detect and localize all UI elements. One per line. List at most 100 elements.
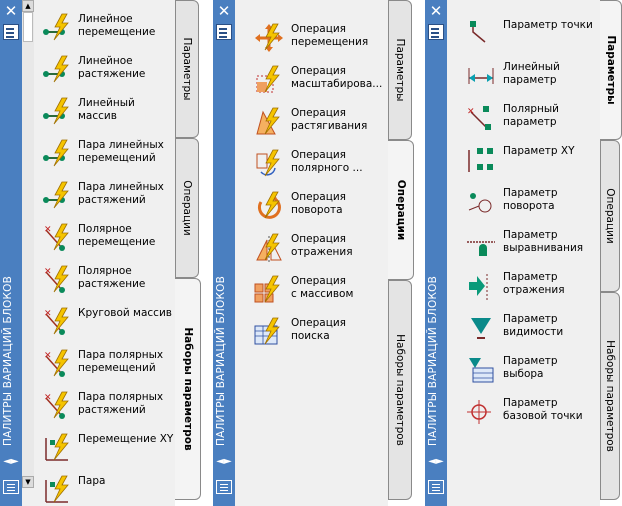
- setPol-icon: ✕: [42, 390, 74, 422]
- pBase-icon: [465, 396, 497, 428]
- palette-title: ПАЛИТРЫ ВАРИАЦИЙ БЛОКОВ: [427, 275, 439, 446]
- scrollbar[interactable]: ▲ ▼: [22, 0, 34, 488]
- tab-column: Параметры Операции Наборы параметров: [600, 0, 622, 506]
- close-icon[interactable]: ✕: [429, 2, 443, 20]
- parameter-set-item-label: Линейное перемещение: [78, 13, 156, 38]
- parameter-set-item-label: Пара полярных перемещений: [78, 349, 164, 374]
- operation-item-label: Операция перемещения: [291, 23, 369, 48]
- parameter-item[interactable]: Параметр поворота: [447, 182, 600, 220]
- setPol-icon: ✕: [42, 264, 74, 296]
- parameter-item[interactable]: Параметр выравнивания: [447, 224, 600, 262]
- setPol-icon: ✕: [42, 306, 74, 338]
- parameter-set-item[interactable]: ✕Полярное перемещение: [34, 218, 175, 256]
- parameter-item-label: Параметр базовой точки: [503, 397, 583, 422]
- operation-item-label: Операция поворота: [291, 191, 346, 216]
- lookup-icon: [253, 316, 285, 348]
- parameter-item-label: Линейный параметр: [503, 61, 560, 86]
- tab-parameters[interactable]: Параметры: [600, 0, 622, 140]
- tab-operations[interactable]: Операции: [600, 140, 620, 292]
- pPol-icon: ✕: [465, 102, 497, 134]
- parameter-set-item[interactable]: Линейный массив: [34, 92, 175, 130]
- operation-item[interactable]: Операция перемещения: [235, 18, 388, 56]
- pRot-icon: [465, 186, 497, 218]
- operation-item-label: Операция с массивом: [291, 275, 354, 300]
- parameter-item[interactable]: Параметр отражения: [447, 266, 600, 304]
- operation-item[interactable]: Операция масштабирова...: [235, 60, 388, 98]
- parameter-item[interactable]: Параметр видимости: [447, 308, 600, 346]
- scroll-up-button[interactable]: ▲: [22, 0, 34, 12]
- array-icon: [253, 274, 285, 306]
- parameter-set-item[interactable]: Пара линейных перемещений: [34, 134, 175, 172]
- properties-icon[interactable]: [428, 24, 444, 40]
- parameter-set-item[interactable]: ✕Круговой массив: [34, 302, 175, 340]
- scroll-thumb[interactable]: [23, 12, 33, 42]
- parameter-set-item[interactable]: Линейное растяжение: [34, 50, 175, 88]
- palette-menu-icon[interactable]: [216, 480, 232, 494]
- autohide-icon[interactable]: ◄►: [216, 456, 232, 467]
- operation-item[interactable]: Операция поворота: [235, 186, 388, 224]
- operation-item-label: Операция поиска: [291, 317, 346, 342]
- operation-item[interactable]: Операция полярного ...: [235, 144, 388, 182]
- parameter-item[interactable]: Линейный параметр: [447, 56, 600, 94]
- operation-item-label: Операция полярного ...: [291, 149, 363, 174]
- setXY-icon: [42, 432, 74, 464]
- stretch-icon: [253, 106, 285, 138]
- tab-parameter-sets[interactable]: Наборы параметров: [600, 292, 620, 500]
- close-icon[interactable]: ✕: [4, 2, 18, 20]
- pPoint-icon: [465, 18, 497, 50]
- parameter-set-item-label: Перемещение XY: [78, 433, 174, 445]
- properties-icon[interactable]: [216, 24, 232, 40]
- tab-operations[interactable]: Операции: [175, 138, 199, 278]
- parameter-item[interactable]: Параметр базовой точки: [447, 392, 600, 430]
- parameter-set-item[interactable]: Пара линейных растяжений: [34, 176, 175, 214]
- operation-item[interactable]: Операция с массивом: [235, 270, 388, 308]
- parameter-item[interactable]: Параметр точки: [447, 14, 600, 52]
- tab-parameter-sets[interactable]: Наборы параметров: [175, 278, 201, 500]
- pVis-icon: [465, 312, 497, 344]
- tab-parameters[interactable]: Параметры: [175, 0, 199, 138]
- autohide-icon[interactable]: ◄►: [3, 456, 19, 467]
- parameter-item-label: Параметр видимости: [503, 313, 564, 338]
- parameter-set-item[interactable]: Линейное перемещение: [34, 8, 175, 46]
- polar-icon: [253, 148, 285, 180]
- setPol-icon: ✕: [42, 348, 74, 380]
- mirror-icon: [253, 232, 285, 264]
- parameter-item-label: Параметр поворота: [503, 187, 558, 212]
- parameter-set-item[interactable]: Пара: [34, 470, 175, 506]
- palette-title: ПАЛИТРЫ ВАРИАЦИЙ БЛОКОВ: [215, 275, 227, 446]
- parameter-set-item[interactable]: Перемещение XY: [34, 428, 175, 466]
- operation-item[interactable]: Операция отражения: [235, 228, 388, 266]
- parameter-item-label: Параметр выбора: [503, 355, 558, 380]
- operation-item[interactable]: Операция поиска: [235, 312, 388, 350]
- tab-operations[interactable]: Операции: [388, 140, 414, 280]
- parameter-set-item[interactable]: ✕Пара полярных перемещений: [34, 344, 175, 382]
- scroll-down-button[interactable]: ▼: [22, 476, 34, 488]
- setLin-icon: [42, 180, 74, 212]
- svg-text:✕: ✕: [467, 107, 475, 117]
- close-icon[interactable]: ✕: [217, 2, 231, 20]
- parameter-item[interactable]: Параметр XY: [447, 140, 600, 178]
- autohide-icon[interactable]: ◄►: [428, 456, 444, 467]
- operation-item[interactable]: Операция растягивания: [235, 102, 388, 140]
- palette-menu-icon[interactable]: [428, 480, 444, 494]
- parameter-set-item[interactable]: ✕Полярное растяжение: [34, 260, 175, 298]
- palette-menu-icon[interactable]: [3, 480, 19, 494]
- operation-item-label: Операция растягивания: [291, 107, 368, 132]
- properties-icon[interactable]: [3, 24, 19, 40]
- parameter-item-label: Параметр XY: [503, 145, 575, 157]
- tab-parameter-sets[interactable]: Наборы параметров: [388, 280, 412, 500]
- pLin-icon: [465, 60, 497, 92]
- parameter-set-item-label: Линейное растяжение: [78, 55, 146, 80]
- parameter-item[interactable]: ✕Полярный параметр: [447, 98, 600, 136]
- parameter-set-item[interactable]: ✕Пара полярных растяжений: [34, 386, 175, 424]
- parameter-item-label: Параметр отражения: [503, 271, 565, 296]
- operation-item-label: Операция отражения: [291, 233, 353, 258]
- tab-parameters[interactable]: Параметры: [388, 0, 412, 140]
- scale-icon: [253, 64, 285, 96]
- operation-item-label: Операция масштабирова...: [291, 65, 383, 90]
- svg-text:✕: ✕: [44, 267, 52, 277]
- parameter-item[interactable]: Параметр выбора: [447, 350, 600, 388]
